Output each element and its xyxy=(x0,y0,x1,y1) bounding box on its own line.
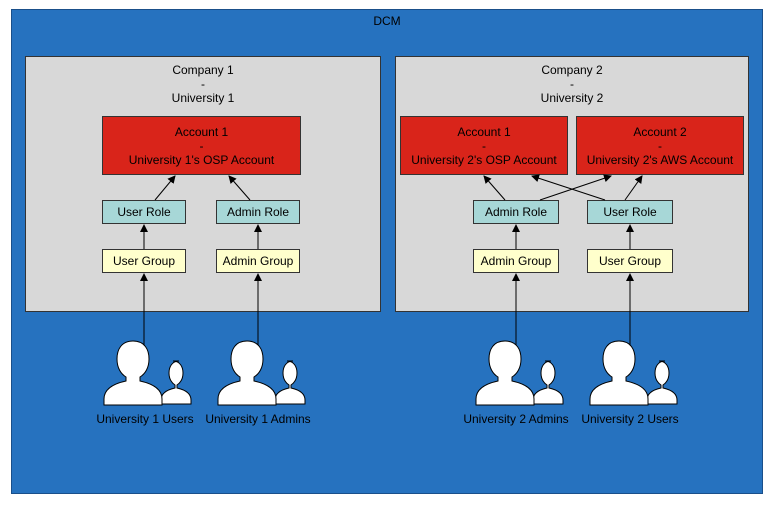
university-2-admins-label: University 2 Admins xyxy=(463,412,569,426)
company-2-account-1: Account 1 - University 2's OSP Account xyxy=(400,116,568,175)
user-group-icon xyxy=(475,340,564,406)
arrow-admin-role-to-account-2-2 xyxy=(539,174,612,201)
company-2-account-2: Account 2 - University 2's AWS Account xyxy=(576,116,744,175)
dcm-title: DCM xyxy=(373,14,401,28)
company-2-user-role: User Role xyxy=(587,200,673,224)
user-group-icon xyxy=(103,340,192,406)
company-2-admin-group: Admin Group xyxy=(473,249,559,273)
company-2-separator: - xyxy=(570,77,574,91)
company-2-box xyxy=(395,56,749,312)
account-description: University 2's OSP Account xyxy=(411,152,557,167)
company-1-box xyxy=(25,56,381,312)
company-1-admin-role: Admin Role xyxy=(216,200,300,224)
account-name: Account 1 xyxy=(174,124,229,139)
account-name: Account 1 xyxy=(457,124,511,139)
university-1-users-label: University 1 Users xyxy=(96,412,194,426)
arrow-user-role-to-account-1 xyxy=(154,175,176,201)
university-2-users-label: University 2 Users xyxy=(581,412,679,426)
company-2-admin-role: Admin Role xyxy=(473,200,559,224)
user-group-icon xyxy=(217,340,306,406)
company-2-name: Company 2 xyxy=(541,63,603,77)
company-1-admin-group: Admin Group xyxy=(216,249,300,273)
company-1-title: Company 1 - University 1 xyxy=(25,63,381,105)
arrow-user-role-to-account-2-2 xyxy=(624,175,643,201)
user-group-icon xyxy=(589,340,678,406)
company-1-user-group: User Group xyxy=(102,249,186,273)
company-2-university: University 2 xyxy=(540,91,604,105)
company-1-name: Company 1 xyxy=(172,63,234,77)
arrow-admin-role-to-account-1 xyxy=(228,175,251,201)
company-2-user-group: User Group xyxy=(587,249,673,273)
account-separator: - xyxy=(199,138,204,153)
company-1-separator: - xyxy=(201,77,205,91)
arrow-admin-role-to-account-1-2 xyxy=(483,175,506,201)
account-name: Account 2 xyxy=(633,124,687,139)
account-separator: - xyxy=(482,138,486,153)
company-1-user-role: User Role xyxy=(102,200,186,224)
account-description: University 2's AWS Account xyxy=(586,152,734,167)
university-1-admins-label: University 1 Admins xyxy=(205,412,311,426)
arrow-user-role-to-account-1-2 xyxy=(531,174,606,201)
company-1-university: University 1 xyxy=(171,91,235,105)
company-1-account-1: Account 1 - University 1's OSP Account xyxy=(102,116,301,175)
account-description: University 1's OSP Account xyxy=(128,152,275,167)
account-separator: - xyxy=(658,138,662,153)
company-2-title: Company 2 - University 2 xyxy=(395,63,749,105)
